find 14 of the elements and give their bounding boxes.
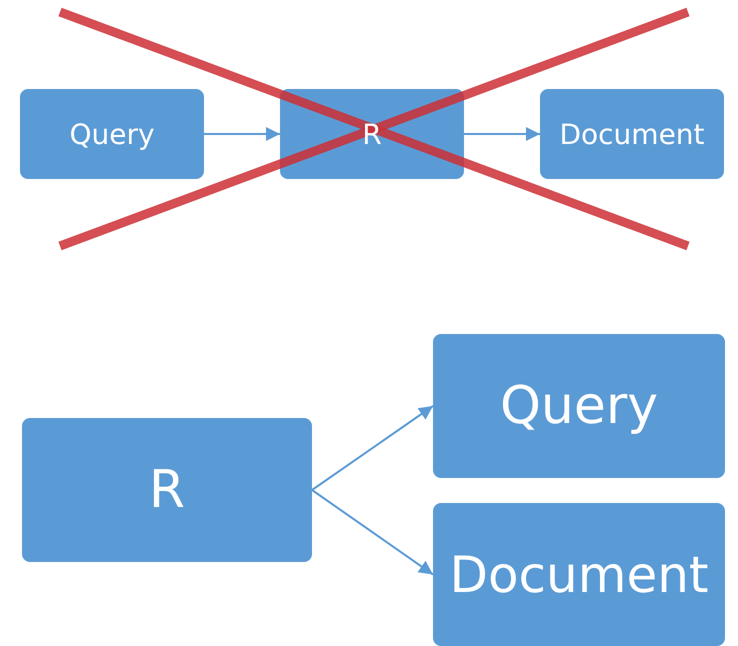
- process-box: [433, 503, 725, 646]
- arrow: [311, 489, 434, 576]
- process-box: [20, 89, 204, 179]
- arrow: [464, 127, 540, 141]
- process-box: [433, 334, 725, 478]
- process-box: [540, 89, 724, 179]
- arrow: [204, 127, 280, 141]
- process-box: [22, 418, 312, 562]
- box-label: Document: [449, 546, 709, 604]
- box-label: Document: [559, 118, 705, 150]
- box-label: Query: [69, 118, 155, 150]
- box-label: R: [148, 460, 186, 520]
- arrow: [311, 405, 434, 491]
- box-label: Query: [500, 376, 658, 436]
